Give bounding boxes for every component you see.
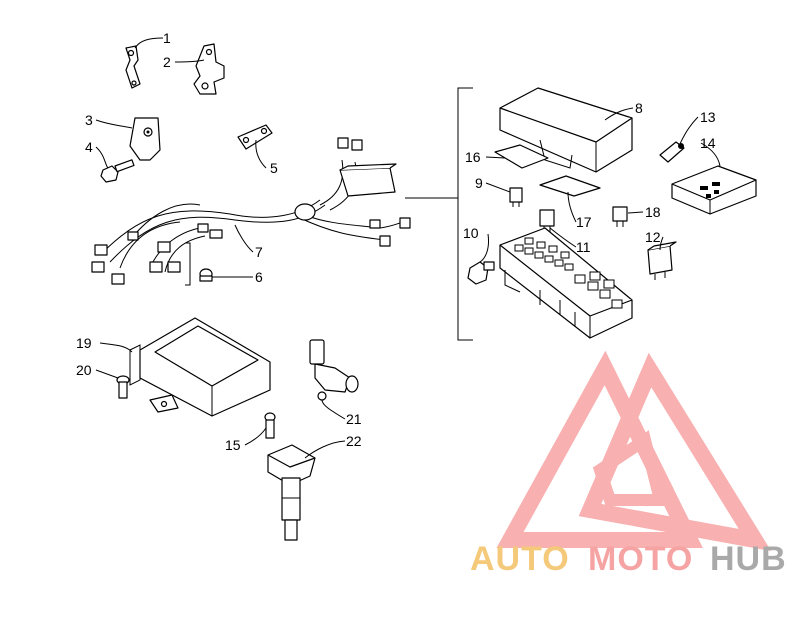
callout-10: 10 <box>463 225 479 241</box>
watermark-moto: MOTO <box>588 540 693 578</box>
part-22-ignition-coil <box>267 444 316 541</box>
callout-21: 21 <box>346 411 362 427</box>
part-10-bolt <box>467 261 495 285</box>
part-4-bolt <box>100 159 135 183</box>
callout-8: 8 <box>635 100 643 116</box>
group-bracket <box>457 87 473 341</box>
callout-3: 3 <box>85 112 93 128</box>
part-15-bolt <box>264 412 276 439</box>
callout-13: 13 <box>700 109 716 125</box>
callout-15: 15 <box>225 437 241 453</box>
watermark-logo <box>496 350 772 552</box>
watermark-hub: HUB <box>710 540 787 578</box>
callout-22: 22 <box>346 433 362 449</box>
part-20-screw <box>116 375 130 399</box>
callout-5: 5 <box>270 160 278 176</box>
callout-18: 18 <box>645 204 661 220</box>
callout-7: 7 <box>255 244 263 260</box>
callout-numbers: 1 2 3 4 5 6 7 8 9 10 11 12 13 14 15 16 1… <box>76 30 716 453</box>
part-3-bracket-plate <box>129 117 161 161</box>
part-12-relay <box>647 241 677 280</box>
callout-19: 19 <box>76 335 92 351</box>
part-19-control-unit <box>129 317 271 417</box>
callout-1: 1 <box>163 30 171 46</box>
part-14-fuse-card <box>671 165 757 215</box>
callout-17: 17 <box>576 214 592 230</box>
callout-14: 14 <box>700 135 716 151</box>
callout-11: 11 <box>576 239 591 255</box>
callout-12: 12 <box>645 229 661 245</box>
callout-2: 2 <box>163 54 171 70</box>
part-17-label <box>539 175 601 197</box>
callout-16: 16 <box>465 149 481 165</box>
part-5-plate <box>237 124 273 150</box>
callout-4: 4 <box>85 139 93 155</box>
part-2-bracket <box>193 43 225 95</box>
callout-9: 9 <box>475 175 483 191</box>
part-8-fuse-box-cover <box>499 87 633 173</box>
leader-lines <box>95 37 721 459</box>
callout-20: 20 <box>76 362 92 378</box>
callout-6: 6 <box>255 269 263 285</box>
watermark-text: AUTO MOTO HUB <box>470 540 787 578</box>
part-18-relay <box>612 206 628 227</box>
fuse-box-base <box>499 227 633 339</box>
part-9-fuse <box>509 187 523 207</box>
part-7-wiring-harness <box>91 137 411 286</box>
watermark-auto: AUTO <box>470 540 570 578</box>
part-21-sensor <box>309 339 359 401</box>
part-16-label <box>494 144 549 169</box>
part-1-bracket <box>125 45 141 89</box>
part-6-screw <box>199 268 213 282</box>
part-13-fuse-puller <box>659 141 685 163</box>
